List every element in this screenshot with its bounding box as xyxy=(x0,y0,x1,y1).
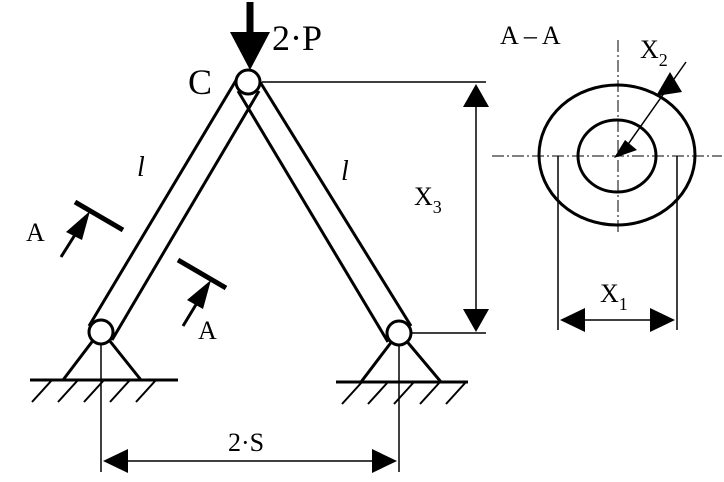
section-mark-left xyxy=(59,199,125,258)
bar-left xyxy=(87,76,261,341)
section-label-left: A xyxy=(26,218,45,247)
span-dimension xyxy=(100,345,400,472)
span-label: 2·S xyxy=(228,428,264,457)
thickness-leader xyxy=(614,61,687,158)
section-centerlines xyxy=(492,40,722,232)
height-arrow-top xyxy=(463,84,489,107)
bar-right xyxy=(236,76,413,343)
height-dimension xyxy=(262,81,486,334)
tube-inner-ring xyxy=(576,118,658,194)
section-mark-right xyxy=(176,257,228,327)
length-label-left: l xyxy=(137,152,145,183)
outer-diameter-dimension xyxy=(557,156,678,330)
load-arrow xyxy=(230,2,270,70)
section-title: A – A xyxy=(500,21,561,50)
section-label-right: A xyxy=(198,316,217,345)
length-label-right: l xyxy=(341,156,349,187)
joint-label: C xyxy=(188,62,212,102)
load-label: 2·P xyxy=(272,18,322,58)
span-arrow-right xyxy=(372,449,397,473)
pin-left xyxy=(87,318,115,346)
diameter-arrow-right xyxy=(650,308,675,332)
pin-c xyxy=(234,68,262,96)
tube-outer-ring xyxy=(537,83,697,227)
height-arrow-bottom xyxy=(463,309,489,332)
span-arrow-left xyxy=(103,449,128,473)
pin-right xyxy=(385,319,413,347)
height-label: X3 xyxy=(414,182,442,217)
diameter-arrow-left xyxy=(560,308,585,332)
outer-diameter-label: X1 xyxy=(600,279,628,314)
thickness-label: X2 xyxy=(640,35,668,70)
ground-hatching xyxy=(31,379,467,405)
